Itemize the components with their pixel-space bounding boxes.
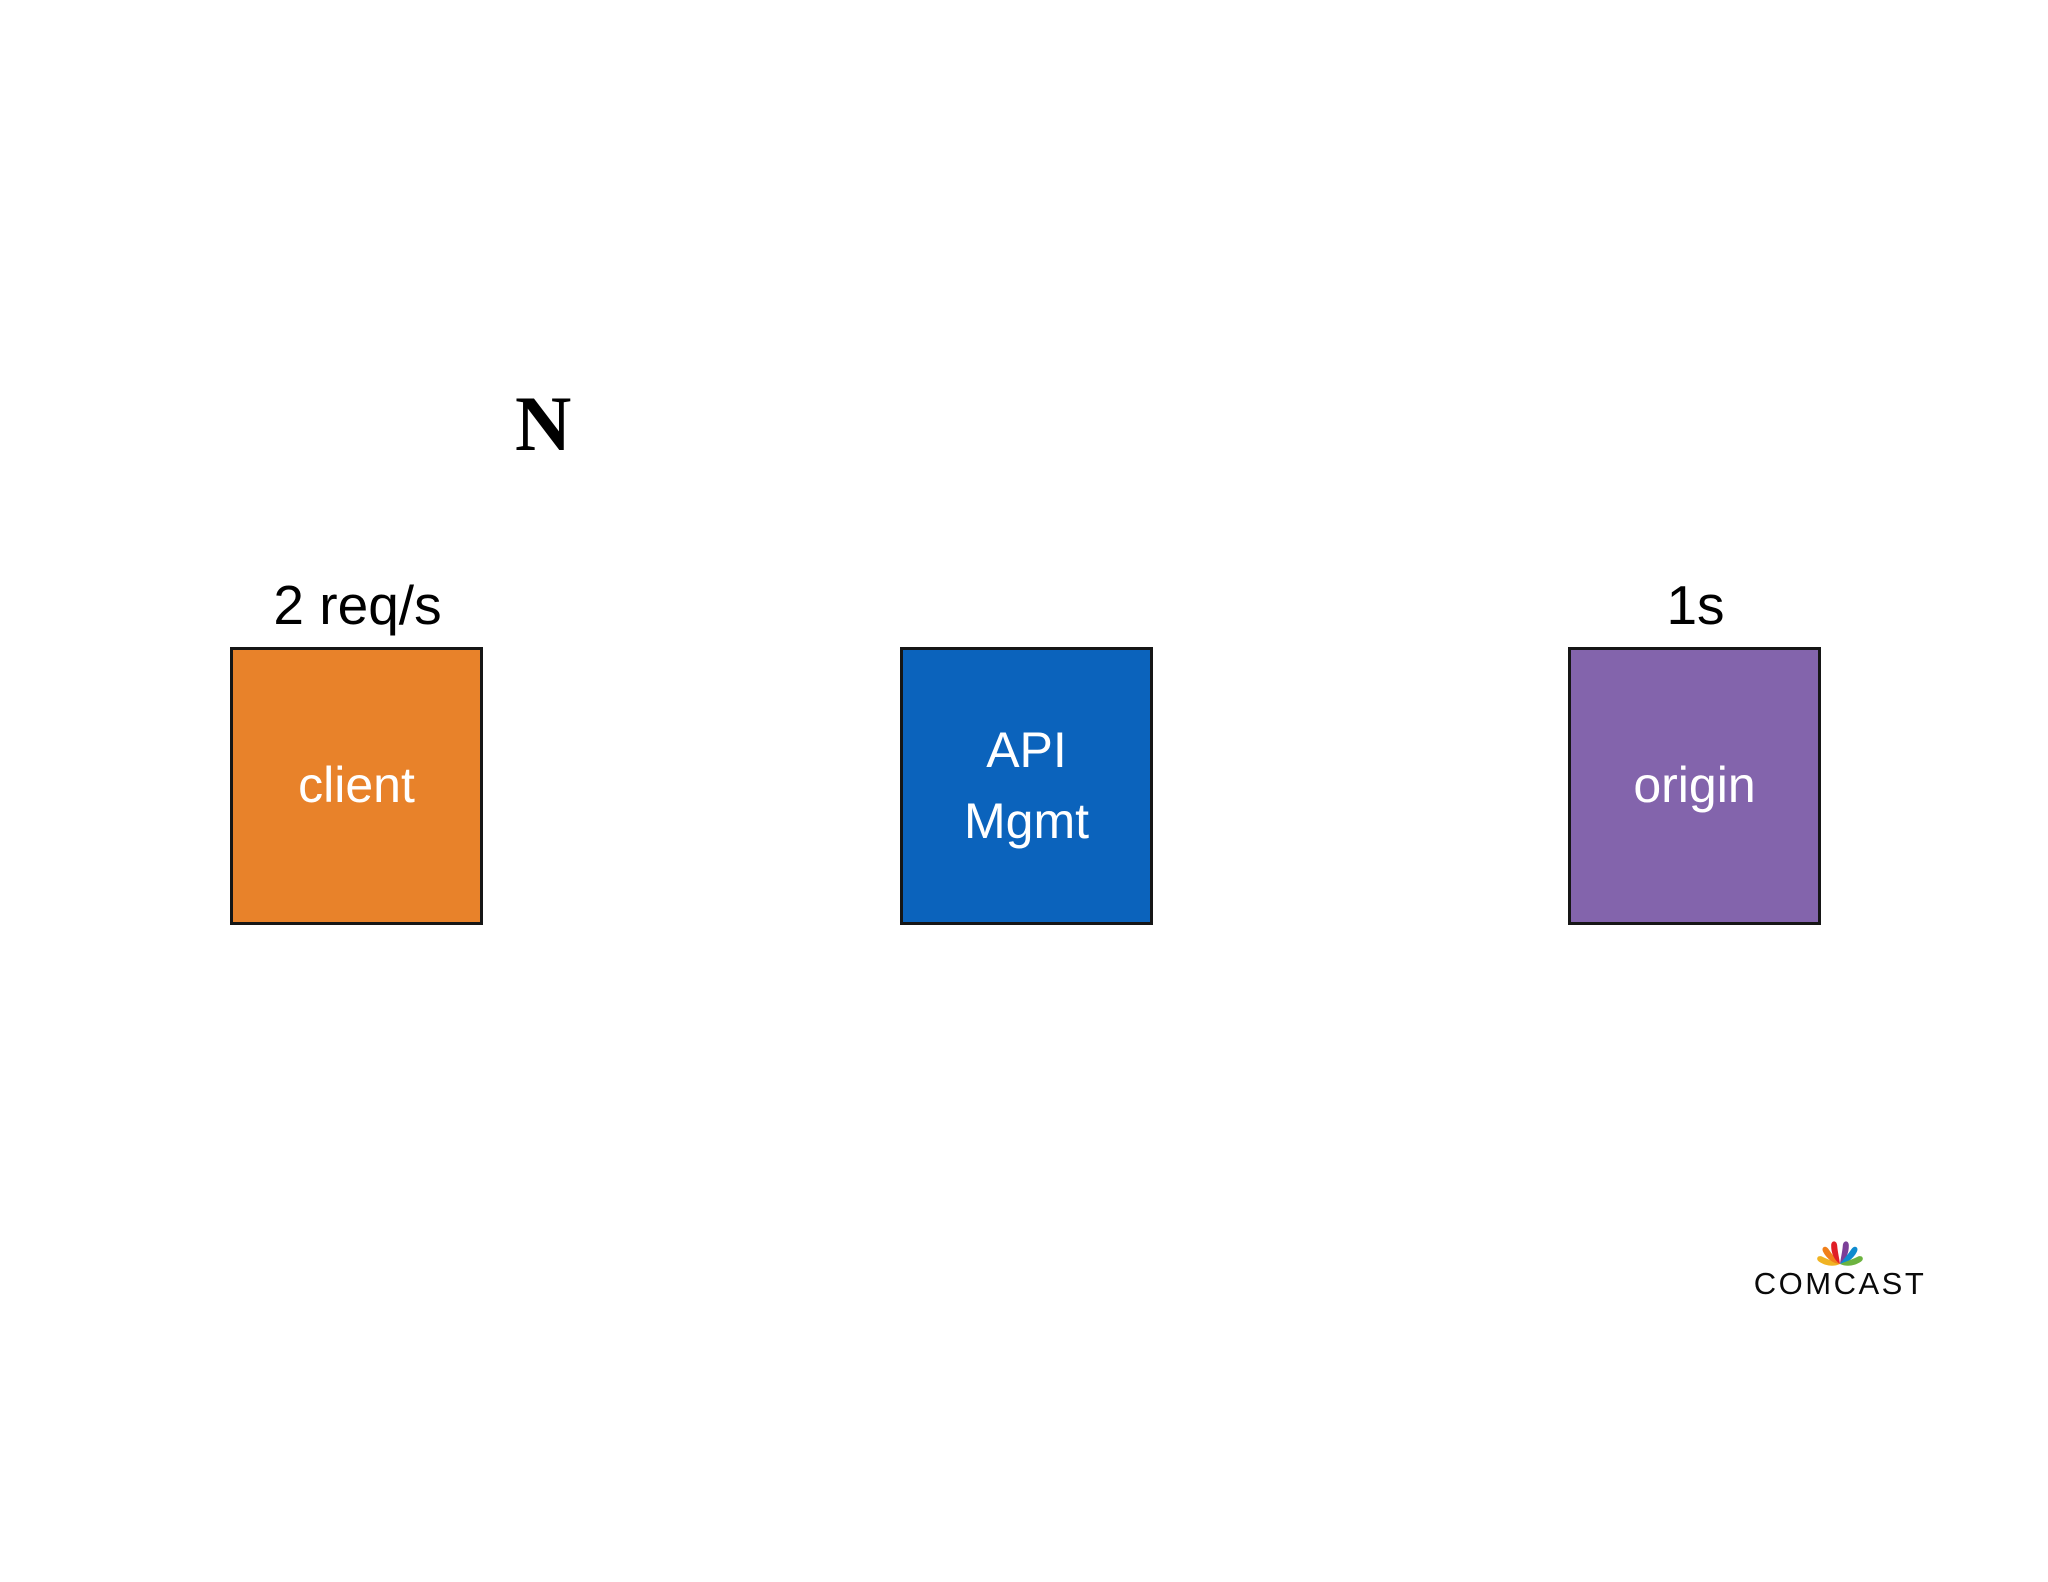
annotation-letter-n: N — [515, 380, 572, 467]
node-api-mgmt-label: API Mgmt — [964, 721, 1089, 850]
node-origin-label: origin — [1633, 757, 1756, 814]
nbc-peacock-icon — [1817, 1241, 1863, 1266]
node-client-label: client — [298, 757, 415, 814]
node-origin[interactable]: origin — [1568, 647, 1821, 925]
node-api-mgmt[interactable]: API Mgmt — [900, 647, 1153, 925]
comcast-brand-lockup: COMCAST — [1736, 1228, 1944, 1299]
client-rate-label: 2 req/s — [273, 574, 442, 636]
node-client[interactable]: client — [230, 647, 483, 925]
origin-latency-label: 1s — [1666, 574, 1725, 636]
comcast-wordmark: COMCAST — [1753, 1266, 1927, 1301]
